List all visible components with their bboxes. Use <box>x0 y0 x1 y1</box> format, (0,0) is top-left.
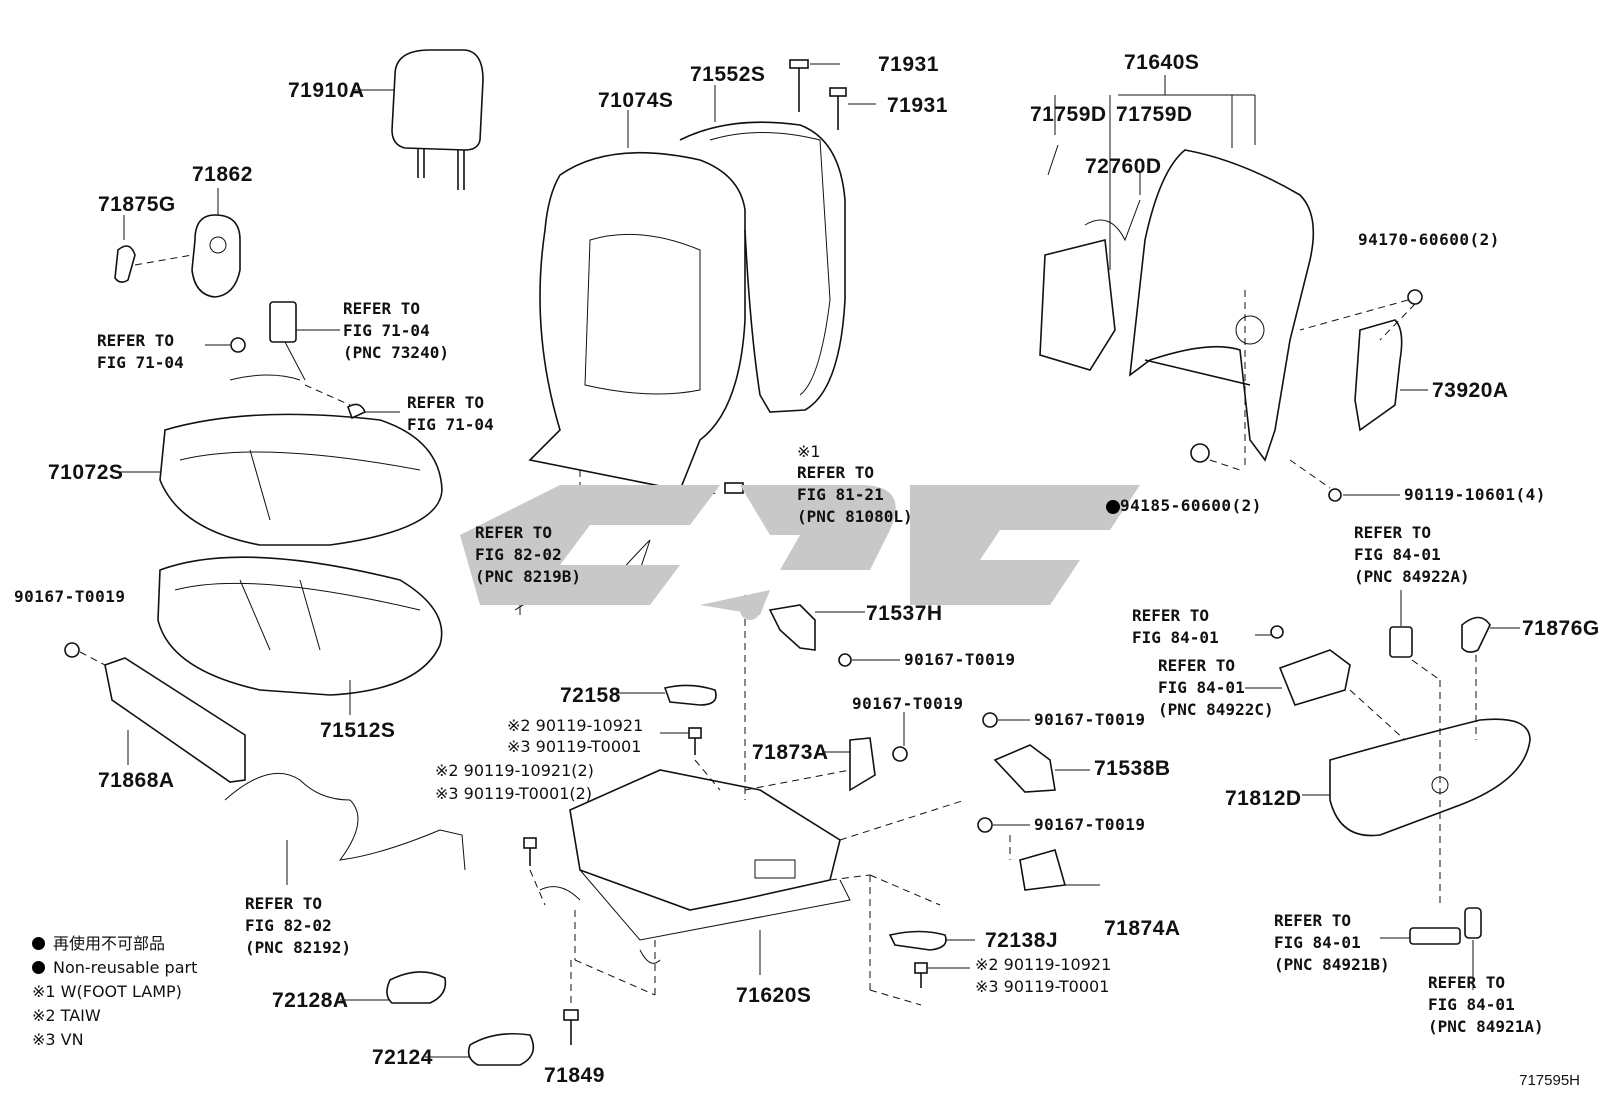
legend-note-2: ※2 TAIW <box>32 1006 101 1025</box>
side-shield-71812d-drawing <box>1302 718 1531 837</box>
legend-en-text: Non-reusable part <box>53 958 198 977</box>
legend-note-3: ※3 VN <box>32 1030 84 1049</box>
ref-84922c: REFER TO FIG 84-01 (PNC 84922C) <box>1158 656 1274 719</box>
label-71812d: 71812D <box>1225 787 1302 810</box>
label-90167-b: 90167-T0019 <box>904 650 1016 669</box>
cushion-pad-drawing <box>157 556 443 715</box>
label-71874a: 71874A <box>1104 917 1181 940</box>
label-72760d: 72760D <box>1085 155 1162 178</box>
legend-dot <box>32 961 45 974</box>
label-72138j: 72138J <box>985 929 1059 952</box>
label-71849: 71849 <box>544 1064 605 1087</box>
seatback-frame-drawing <box>1118 75 1315 462</box>
label-71759d-right: 71759D <box>1116 103 1193 126</box>
label-94170: 94170-60600(2) <box>1358 230 1500 249</box>
ref-84921b: REFER TO FIG 84-01 (PNC 84921B) <box>1274 911 1390 974</box>
ref-foot-lamp: REFER TO FIG 81-21 (PNC 81080L) <box>797 463 913 526</box>
legend-row-jp: 再使用不可部品 <box>32 932 197 956</box>
label-71512s: 71512S <box>320 719 396 742</box>
legend: 再使用不可部品 Non-reusable part ※1 W(FOOT LAMP… <box>32 932 197 1052</box>
ref-84922a: REFER TO FIG 84-01 (PNC 84922A) <box>1354 523 1470 586</box>
label-72128a: 72128A <box>272 989 349 1012</box>
variant-vn-a: ※3 90119-T0001 <box>507 737 642 756</box>
label-71759d-left: 71759D <box>1030 103 1107 126</box>
variant-taiw-b: ※2 90119-10921(2) <box>435 761 594 780</box>
ref-wire-82192: REFER TO FIG 82-02 (PNC 82192) <box>245 894 351 957</box>
label-71931-bottom: 71931 <box>887 94 948 117</box>
trim-71868a-drawing <box>104 657 246 783</box>
label-71873a: 71873A <box>752 741 829 764</box>
bracket-71537h-drawing <box>768 604 816 651</box>
variant-taiw-a: ※2 90119-10921 <box>507 716 644 735</box>
seatback-71074s-drawing <box>528 110 746 491</box>
lumbar-support-drawing <box>1039 95 1141 371</box>
label-72158: 72158 <box>560 684 621 707</box>
label-72124: 72124 <box>372 1046 433 1069</box>
label-90167-c: 90167-T0019 <box>852 694 964 713</box>
trim-71875g-drawing <box>114 245 136 283</box>
label-90167-e: 90167-T0019 <box>1034 815 1146 834</box>
ref-belt-buckle: REFER TO FIG 71-04 (PNC 73240) <box>343 299 449 362</box>
pin-71931-drawing <box>789 59 876 130</box>
label-71620s: 71620S <box>736 984 812 1007</box>
legend-row-en: Non-reusable part <box>32 956 197 980</box>
ref-left-fig-71-04: REFER TO FIG 71-04 <box>97 331 184 372</box>
variant-vn-b: ※3 90119-T0001(2) <box>435 784 593 803</box>
label-71538b: 71538B <box>1094 757 1171 780</box>
label-71072s: 71072S <box>48 461 124 484</box>
note-mark-1: ※1 <box>797 442 821 461</box>
label-71862: 71862 <box>192 163 253 186</box>
bracket-71538b-drawing <box>993 744 1056 793</box>
label-90119-10601: 90119-10601(4) <box>1404 485 1546 504</box>
label-71875g: 71875G <box>98 193 176 216</box>
figure-code: 717595H <box>1519 1072 1580 1089</box>
variant-vn-c: ※3 90119-T0001 <box>975 977 1110 996</box>
label-71876g: 71876G <box>1522 617 1600 640</box>
label-71074s: 71074S <box>598 89 674 112</box>
cover-72128a-drawing <box>386 971 447 1004</box>
headrest-drawing <box>352 49 484 190</box>
label-71931-top: 71931 <box>878 53 939 76</box>
wire-harness-82192-drawing <box>224 772 466 871</box>
watermark-logo <box>460 485 1140 620</box>
cover-71862-drawing <box>191 188 241 298</box>
label-90167-d: 90167-T0019 <box>1034 710 1146 729</box>
ref-mid-fig-71-04: REFER TO FIG 71-04 <box>407 393 494 434</box>
label-71910a: 71910A <box>288 79 365 102</box>
legend-note-1: ※1 W(FOOT LAMP) <box>32 982 182 1001</box>
cover-72124-drawing <box>467 1032 535 1066</box>
seatback-71552s-drawing <box>679 85 846 413</box>
legend-dot <box>32 937 45 950</box>
seat-track-drawing <box>539 595 966 996</box>
label-71537h: 71537H <box>866 602 943 625</box>
cover-72158-drawing <box>663 684 717 706</box>
bracket-71873a-drawing <box>849 737 876 792</box>
ref-wire-8219b: REFER TO FIG 82-02 (PNC 8219B) <box>475 523 581 586</box>
label-94185: 94185-60600(2) <box>1120 496 1262 515</box>
legend-jp-text: 再使用不可部品 <box>53 934 166 953</box>
variant-taiw-c: ※2 90119-10921 <box>975 955 1112 974</box>
ref-fig-84-01: REFER TO FIG 84-01 <box>1132 606 1219 647</box>
side-trim-73920a-drawing <box>1354 319 1403 432</box>
seat-cushion-drawing <box>120 413 443 546</box>
label-71868a: 71868A <box>98 769 175 792</box>
non-reusable-marker <box>1106 500 1120 514</box>
label-73920a: 73920A <box>1432 379 1509 402</box>
belt-buckle-drawing <box>205 301 400 420</box>
label-90167-left: 90167-T0019 <box>14 587 126 606</box>
ref-84921a: REFER TO FIG 84-01 (PNC 84921A) <box>1428 973 1544 1036</box>
label-71640s: 71640S <box>1124 51 1200 74</box>
cover-72138j-drawing <box>888 930 947 951</box>
bracket-71874a-drawing <box>1019 849 1067 891</box>
label-71552s: 71552S <box>690 63 766 86</box>
